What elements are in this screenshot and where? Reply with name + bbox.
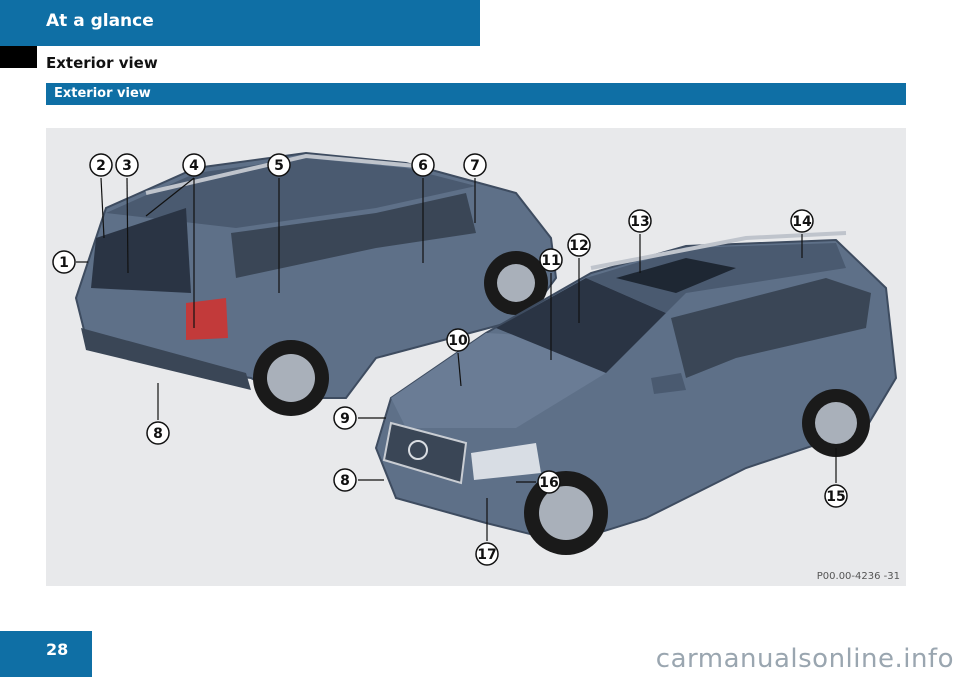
svg-text:15: 15 — [826, 489, 845, 505]
svg-text:9: 9 — [340, 411, 350, 427]
svg-text:6: 6 — [418, 158, 428, 174]
callout-8-rear: 8 — [146, 421, 170, 445]
svg-text:10: 10 — [448, 333, 468, 349]
svg-text:5: 5 — [274, 158, 284, 174]
section-band: Exterior view — [46, 83, 906, 105]
svg-text:8: 8 — [340, 473, 350, 489]
svg-text:11: 11 — [541, 253, 560, 269]
callout-13: 13 — [628, 209, 652, 233]
front-vehicle-drawing — [374, 231, 898, 555]
callout-1: 1 — [52, 250, 76, 274]
svg-text:14: 14 — [792, 214, 812, 230]
watermark-text: carmanualsonline.info — [655, 644, 954, 674]
callout-4: 4 — [182, 153, 206, 177]
svg-text:13: 13 — [630, 214, 649, 230]
page-number-box — [0, 631, 92, 677]
page-number: 28 — [46, 640, 69, 659]
callout-16: 16 — [537, 470, 561, 494]
callout-14: 14 — [790, 209, 814, 233]
callout-10: 10 — [446, 328, 470, 352]
svg-text:17: 17 — [477, 547, 496, 563]
section-title: Exterior view — [46, 54, 158, 72]
callout-17: 17 — [475, 542, 499, 566]
svg-text:12: 12 — [569, 238, 588, 254]
callout-7: 7 — [463, 153, 487, 177]
svg-text:4: 4 — [189, 158, 199, 174]
vehicle-illustration: 1 2 3 4 5 6 7 8 9 10 11 12 13 14 15 8 16… — [52, 151, 898, 566]
callout-8-front: 8 — [333, 468, 357, 492]
svg-text:3: 3 — [122, 158, 132, 174]
header-bar — [0, 0, 480, 46]
exterior-view-figure: 1 2 3 4 5 6 7 8 9 10 11 12 13 14 15 8 16… — [46, 128, 906, 586]
chapter-title: At a glance — [46, 11, 154, 31]
svg-text:7: 7 — [470, 158, 480, 174]
callout-6: 6 — [411, 153, 435, 177]
svg-text:8: 8 — [153, 426, 163, 442]
callout-9: 9 — [333, 406, 357, 430]
callout-5: 5 — [267, 153, 291, 177]
callout-15: 15 — [824, 484, 848, 508]
chapter-tab-marker — [0, 46, 37, 68]
rear-vehicle-drawing — [74, 151, 558, 416]
callout-leader-lines — [76, 177, 837, 541]
svg-text:1: 1 — [59, 255, 69, 271]
callout-2: 2 — [89, 153, 113, 177]
section-band-label: Exterior view — [54, 86, 151, 101]
svg-text:2: 2 — [96, 158, 106, 174]
callout-12: 12 — [567, 233, 591, 257]
figure-code: P00.00-4236 -31 — [816, 571, 900, 582]
callout-3: 3 — [115, 153, 139, 177]
callout-11: 11 — [539, 248, 563, 272]
svg-text:16: 16 — [539, 475, 558, 491]
callout-numbers: 1 2 3 4 5 6 7 8 9 10 11 12 13 14 15 8 16… — [52, 153, 848, 566]
